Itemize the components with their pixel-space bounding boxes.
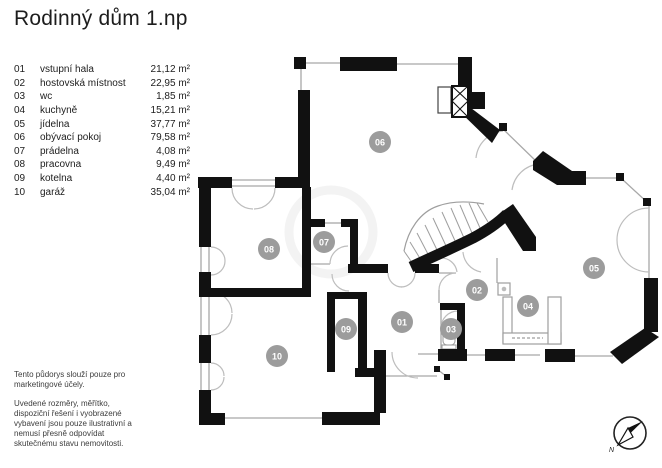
svg-text:01: 01: [397, 318, 407, 328]
room-badge-05: 05: [583, 257, 605, 279]
room-area: 1,85 m²: [156, 91, 190, 103]
chimney: [437, 85, 469, 118]
svg-text:07: 07: [319, 238, 329, 248]
legend-row: 02 hostovská místnost 22,95 m²: [14, 77, 190, 91]
legend-row: 08 pracovna 9,49 m²: [14, 158, 190, 172]
legend-row: 04 kuchyně 15,21 m²: [14, 104, 190, 118]
room-name: pracovna: [40, 159, 82, 171]
room-name: kotelna: [40, 173, 73, 185]
page-title: Rodinný dům 1.np: [14, 7, 188, 30]
disclaimer-paragraph-2: Uvedené rozměry, měřítko, dispoziční řeš…: [14, 399, 132, 448]
compass-north-icon: N: [609, 416, 647, 454]
room-area: 4,08 m²: [156, 145, 190, 157]
room-badge-10: 10: [266, 345, 288, 367]
walls: [198, 57, 659, 425]
room-area: 9,49 m²: [156, 159, 190, 171]
room-badge-03: 03: [440, 318, 462, 340]
room-name: wc: [40, 91, 53, 103]
room-name: obývací pokoj: [40, 132, 102, 144]
room-area: 4,40 m²: [156, 173, 190, 185]
room-badge-02: 02: [466, 279, 488, 301]
room-badge-07: 07: [313, 231, 335, 253]
room-area: 22,95 m²: [150, 77, 190, 89]
compass-north-label: N: [609, 447, 615, 454]
room-number: 03: [14, 91, 26, 103]
room-area: 15,21 m²: [150, 105, 190, 117]
room-number: 08: [14, 159, 26, 171]
svg-text:08: 08: [264, 245, 274, 255]
window-lines: [200, 62, 650, 419]
room-badge-09: 09: [335, 318, 357, 340]
room-area: 79,58 m²: [150, 132, 190, 144]
room-number: 10: [14, 186, 26, 198]
room-badge-06: 06: [369, 131, 391, 153]
room-badge-08: 08: [258, 238, 280, 260]
legend-row: 01 vstupní hala 21,12 m²: [14, 63, 190, 77]
legend-row: 03 wc 1,85 m²: [14, 90, 190, 104]
room-number: 09: [14, 173, 26, 185]
room-name: jídelna: [40, 118, 70, 130]
room-name: prádelna: [40, 145, 79, 157]
svg-text:03: 03: [446, 325, 456, 335]
room-badges: 01 02 03 04 05 06 07 08 09 10: [258, 131, 605, 367]
stair-wall: [408, 210, 511, 272]
room-number: 07: [14, 145, 26, 157]
svg-text:06: 06: [375, 138, 385, 148]
legend-row: 09 kotelna 4,40 m²: [14, 172, 190, 186]
svg-text:10: 10: [272, 352, 282, 362]
room-area: 35,04 m²: [150, 186, 190, 198]
room-name: vstupní hala: [40, 64, 94, 76]
room-number: 06: [14, 132, 26, 144]
room-name: kuchyně: [40, 105, 78, 117]
legend-row: 10 garáž 35,04 m²: [14, 185, 190, 199]
svg-text:02: 02: [472, 286, 482, 296]
svg-text:04: 04: [523, 302, 533, 312]
room-number: 01: [14, 64, 26, 76]
room-area: 37,77 m²: [150, 118, 190, 130]
room-number: 05: [14, 118, 26, 130]
disclaimer-notes: Tento půdorys slouží pouze pro marketing…: [14, 370, 142, 458]
watermark: [284, 185, 378, 279]
svg-text:09: 09: [341, 325, 351, 335]
legend-row: 07 prádelna 4,08 m²: [14, 145, 190, 159]
room-badge-04: 04: [517, 295, 539, 317]
room-area: 21,12 m²: [150, 64, 190, 76]
room-number: 02: [14, 77, 26, 89]
svg-text:05: 05: [589, 264, 599, 274]
kitchen-counter: [497, 282, 562, 345]
disclaimer-paragraph-1: Tento půdorys slouží pouze pro marketing…: [14, 370, 126, 389]
legend-row: 05 jídelna 37,77 m²: [14, 117, 190, 131]
room-name: garáž: [40, 186, 66, 198]
room-number: 04: [14, 105, 26, 117]
room-name: hostovská místnost: [40, 77, 126, 89]
room-badge-01: 01: [391, 311, 413, 333]
legend-row: 06 obývací pokoj 79,58 m²: [14, 131, 190, 145]
staircase: [403, 201, 511, 272]
room-legend: 01 vstupní hala 21,12 m² 02 hostovská místn…: [14, 63, 190, 199]
